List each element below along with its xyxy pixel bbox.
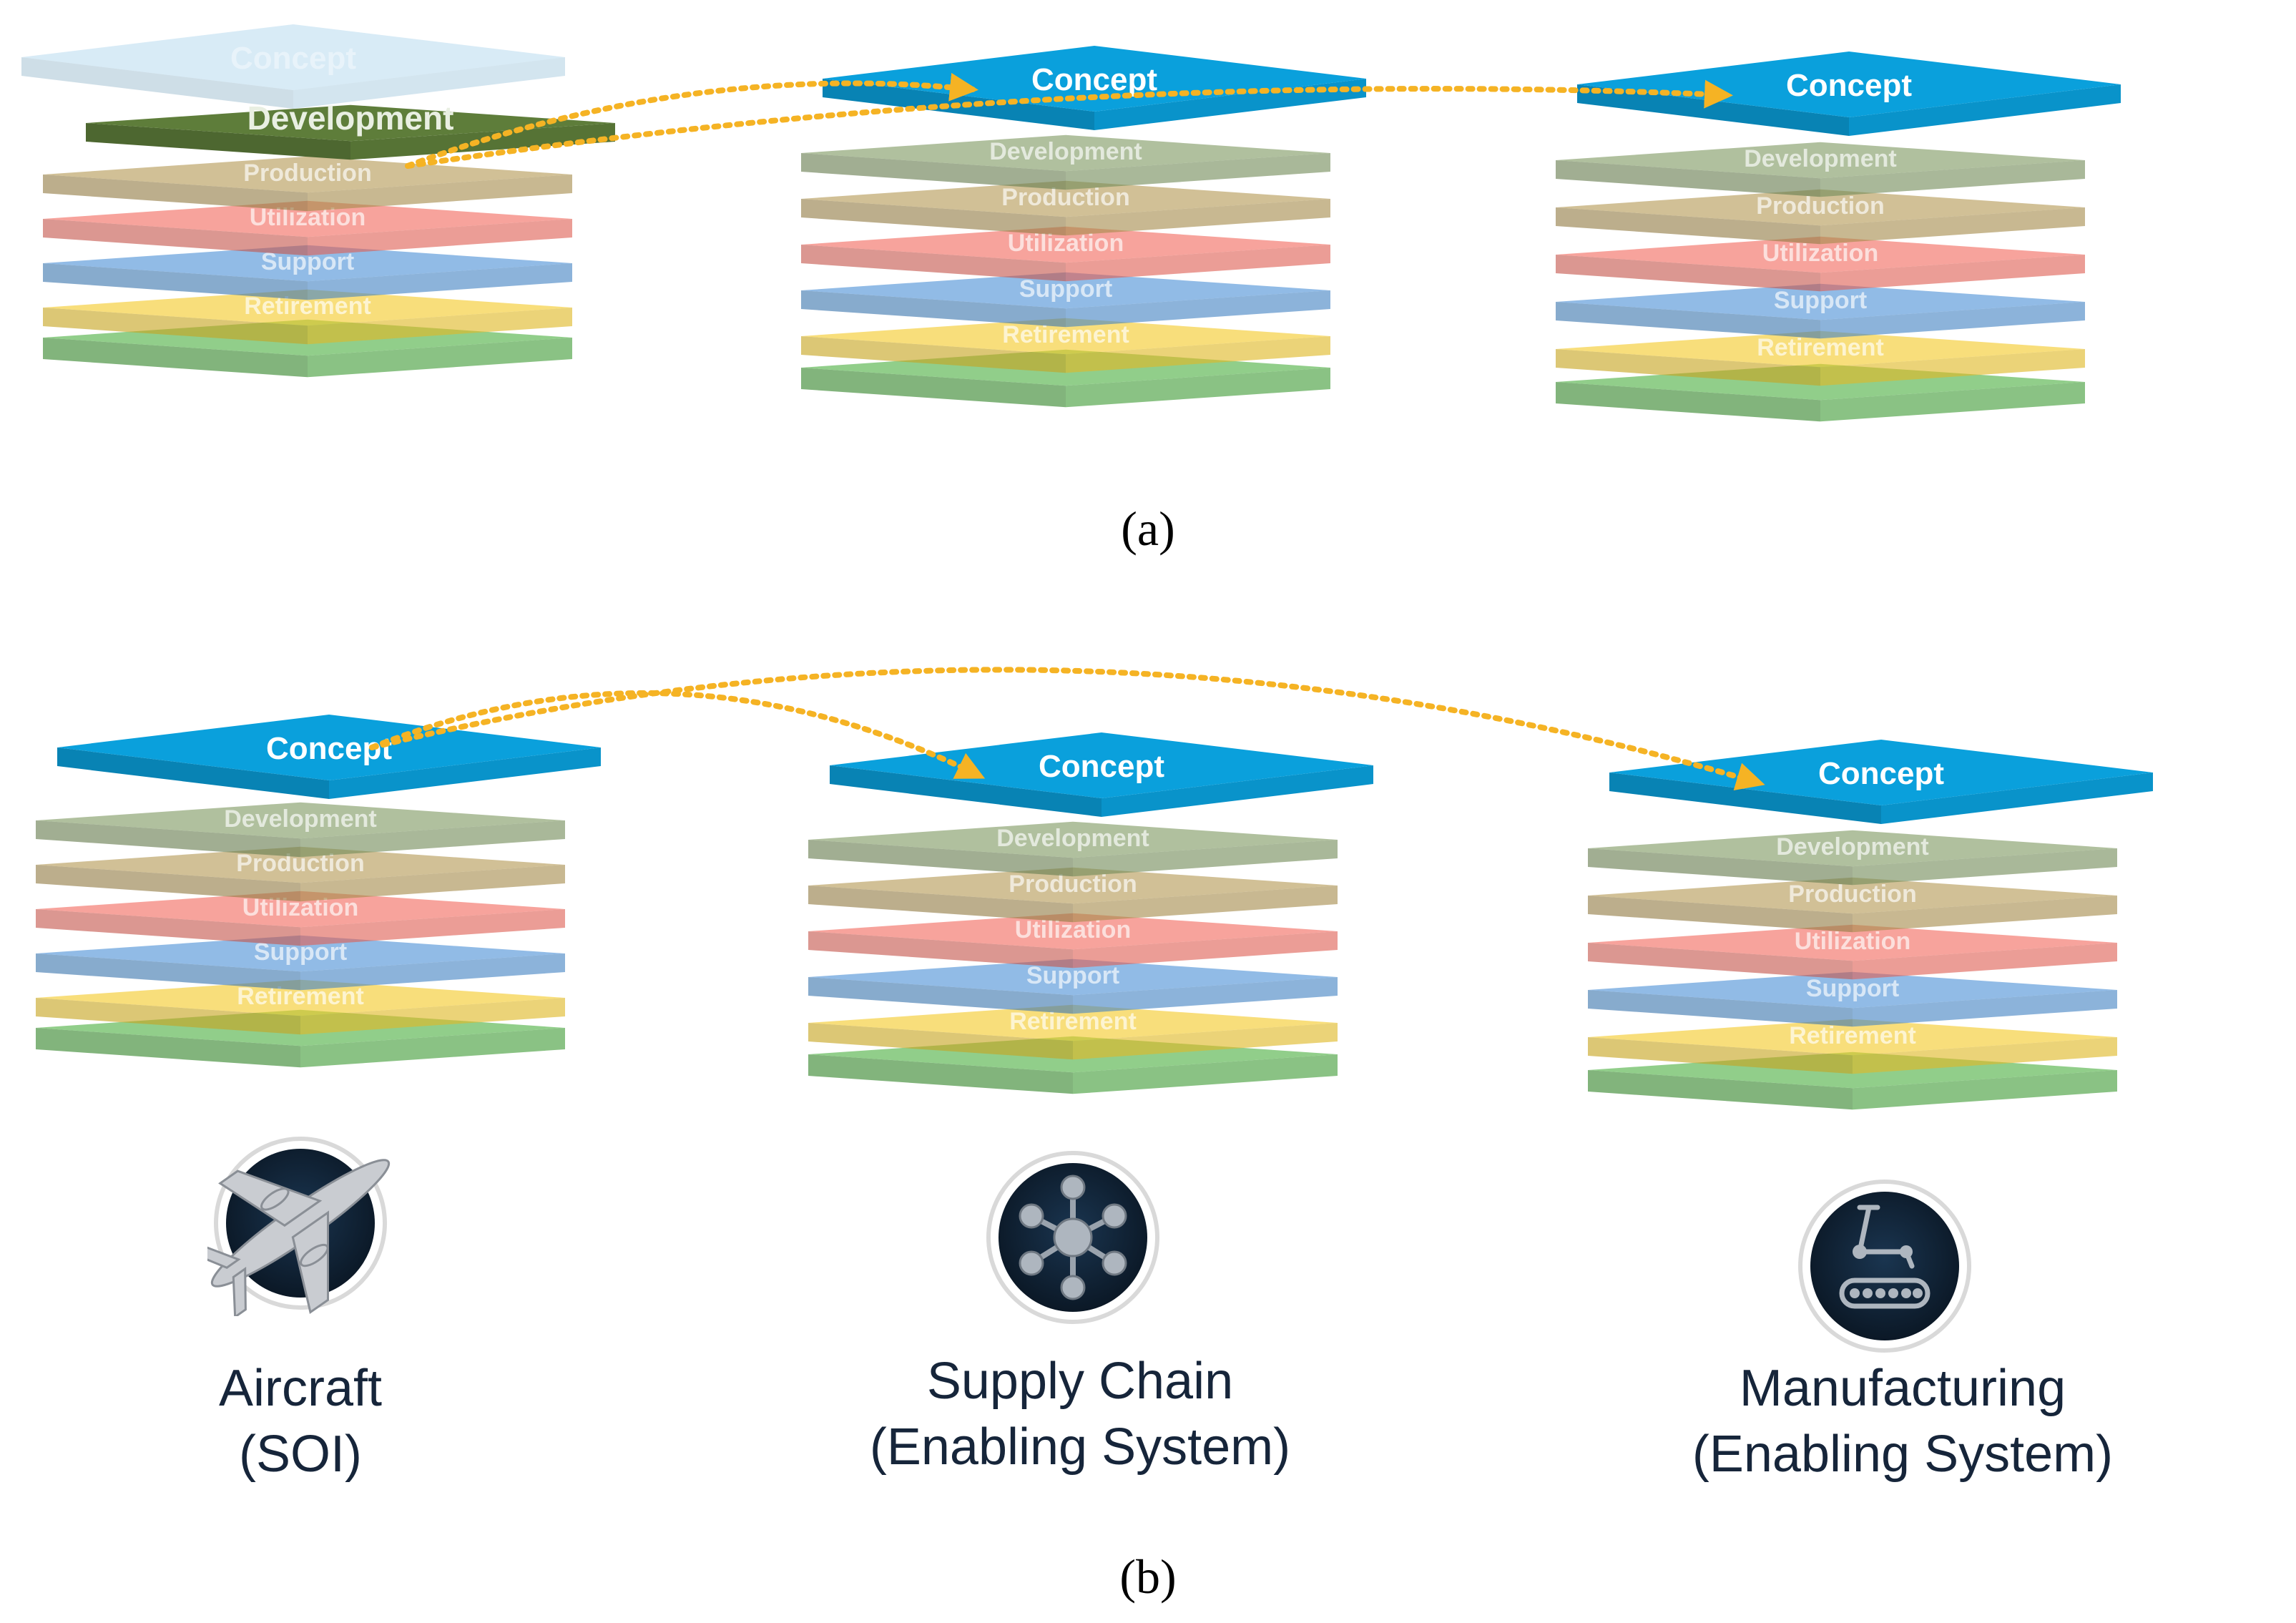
system-name: Supply Chain bbox=[926, 1353, 1234, 1410]
robot-arm-conveyor-icon bbox=[1792, 1173, 1978, 1359]
layer-label: Development bbox=[1744, 145, 1897, 172]
layer-label: Development bbox=[224, 805, 377, 833]
layer-support: Support bbox=[808, 958, 1338, 1014]
dotted-arrow bbox=[369, 690, 986, 779]
layer-support: Support bbox=[43, 245, 572, 300]
layer-label: Concept bbox=[1818, 756, 1944, 791]
layer-label: Development bbox=[989, 138, 1142, 165]
layer-support: Support bbox=[801, 272, 1330, 328]
system-role: (SOI) bbox=[239, 1426, 362, 1483]
layer-retirement: Retirement bbox=[1588, 1019, 2117, 1074]
layer-development: Development bbox=[1588, 830, 2117, 886]
layer-utilization: Utilization bbox=[36, 891, 565, 946]
system-label-supply-chain: Supply Chain (Enabling System) bbox=[758, 1348, 1402, 1480]
dotted-arrow bbox=[405, 79, 1733, 169]
layer-production: Production bbox=[1588, 877, 2117, 933]
network-hub-icon bbox=[980, 1144, 1166, 1330]
layer-production: Production bbox=[801, 180, 1330, 236]
layer-utilization: Utilization bbox=[1556, 236, 2085, 292]
layer-concept: Concept bbox=[1609, 740, 2153, 824]
layer-utilization: Utilization bbox=[1588, 924, 2117, 980]
system-label-aircraft: Aircraft (SOI) bbox=[0, 1355, 622, 1487]
system-name: Manufacturing bbox=[1739, 1360, 2066, 1417]
panel-label-b: (b) bbox=[1119, 1549, 1177, 1604]
layer-development: Development bbox=[801, 134, 1330, 190]
layer-production: Production bbox=[36, 846, 565, 902]
layer-label: Concept bbox=[1039, 749, 1164, 784]
layer-support: Support bbox=[1588, 971, 2117, 1027]
system-role: (Enabling System) bbox=[869, 1418, 1291, 1476]
layer-production: Production bbox=[808, 867, 1338, 923]
layer-concept: Concept bbox=[830, 732, 1373, 817]
layer-production: Production bbox=[1556, 189, 2085, 245]
layer-label: Concept bbox=[1786, 68, 1912, 103]
lifecycle-stack-b1: RetirementSupportUtilizationProductionDe… bbox=[36, 715, 601, 1068]
layer-concept: Concept bbox=[1577, 52, 2121, 136]
lifecycle-stack-a2: RetirementSupportUtilizationProductionDe… bbox=[801, 46, 1366, 408]
layer-development: Development bbox=[36, 802, 565, 858]
layer-utilization: Utilization bbox=[808, 913, 1338, 969]
layer-concept: Concept bbox=[57, 715, 601, 799]
layer-retirement: Retirement bbox=[801, 318, 1330, 373]
layer-label: Production bbox=[243, 160, 371, 187]
layer-label: Development bbox=[1776, 833, 1929, 860]
panel-label-a: (a) bbox=[1121, 501, 1175, 556]
system-role: (Enabling System) bbox=[1692, 1426, 2114, 1483]
layer-support: Support bbox=[1556, 283, 2085, 339]
layer-concept: Concept bbox=[21, 24, 565, 109]
lifecycle-stack-a1: RetirementSupportUtilizationProductionDe… bbox=[21, 24, 615, 378]
dotted-arrow bbox=[369, 667, 1765, 791]
system-label-manufacturing: Manufacturing (Enabling System) bbox=[1581, 1355, 2224, 1487]
layer-retirement: Retirement bbox=[1556, 330, 2085, 386]
layer-development: Development bbox=[808, 821, 1338, 877]
layer-label: Concept bbox=[1031, 62, 1157, 97]
layer-production: Production bbox=[43, 156, 572, 212]
layer-label: Concept bbox=[230, 41, 356, 76]
layer-label: Development bbox=[996, 825, 1149, 852]
layer-retirement: Retirement bbox=[808, 1004, 1338, 1060]
airplane-icon bbox=[187, 1130, 393, 1319]
dotted-arrow bbox=[405, 72, 978, 169]
layer-development: Development bbox=[1556, 142, 2085, 197]
system-name: Aircraft bbox=[218, 1360, 383, 1417]
layer-retirement: Retirement bbox=[43, 289, 572, 345]
